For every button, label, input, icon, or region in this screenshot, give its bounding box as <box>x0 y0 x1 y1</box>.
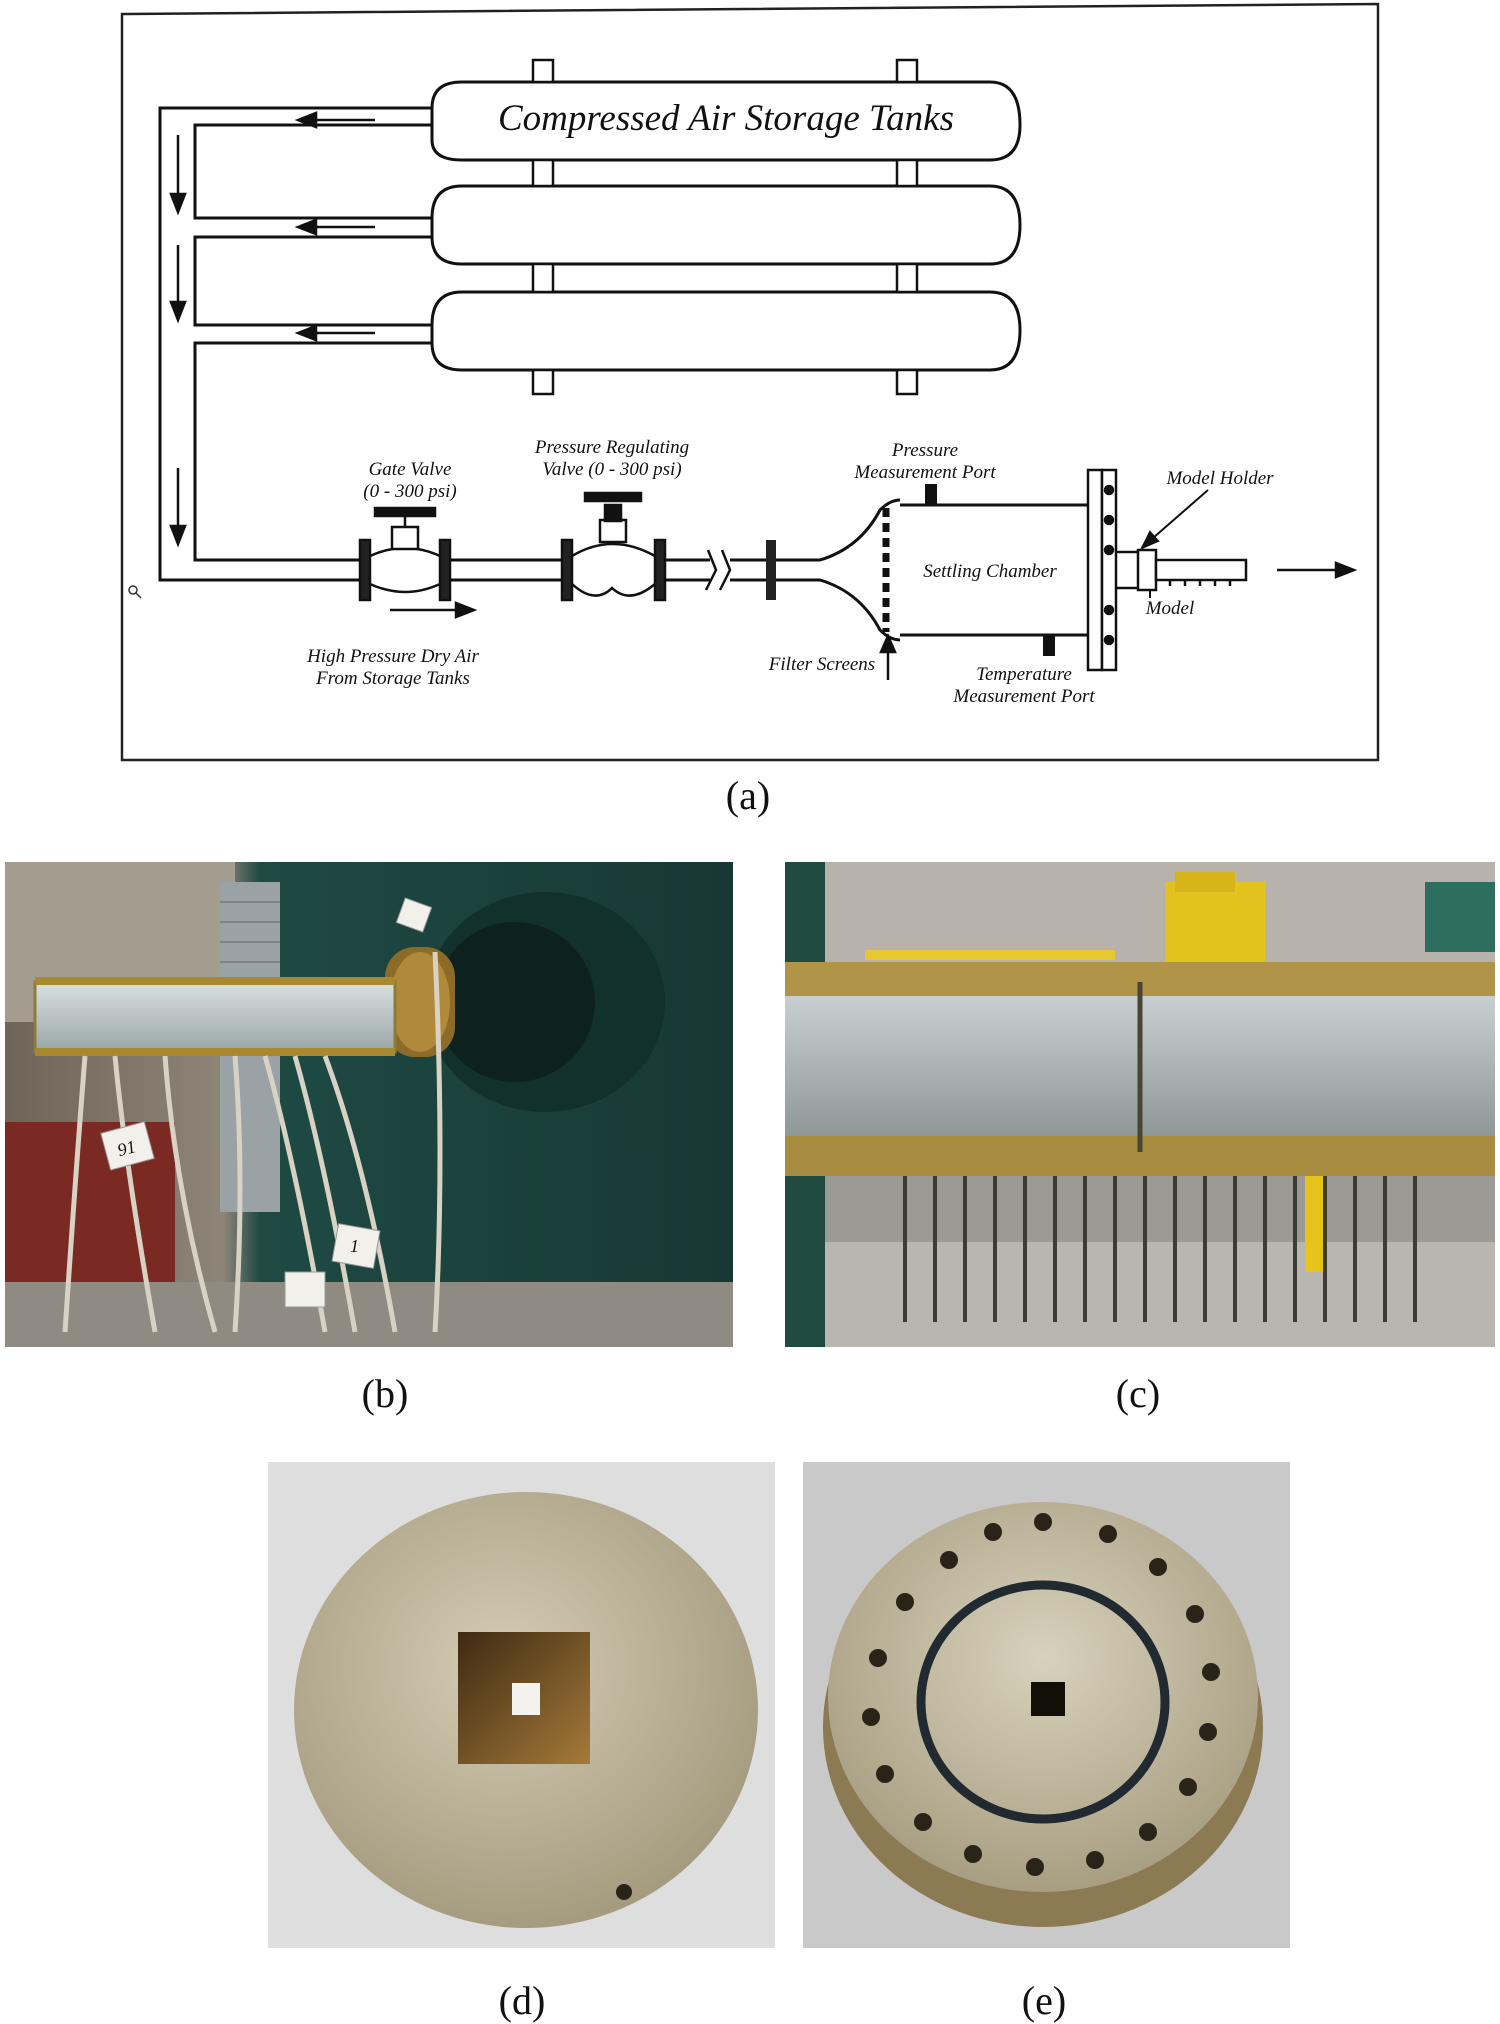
model-holder-label: Model Holder <box>1165 468 1274 489</box>
photo-e-model-holder-flange <box>803 1462 1290 1948</box>
gate-valve <box>358 506 452 602</box>
magnifier-icon <box>128 585 142 599</box>
caption-d: (d) <box>498 1978 546 2023</box>
pressure-port-label-2: Measurement Port <box>853 462 996 483</box>
caption-a: (a) <box>725 773 771 818</box>
tank-supports <box>531 58 919 396</box>
pressure-port-label-1: Pressure <box>891 440 958 461</box>
filter-screens-label: Filter Screens <box>768 654 875 675</box>
pressure-port-marker <box>925 484 937 504</box>
dry-air-label-2: From Storage Tanks <box>315 668 470 689</box>
temperature-port-marker <box>1043 636 1055 656</box>
photo-c-test-section-side <box>785 862 1495 1347</box>
pipe-break <box>704 549 732 591</box>
prv-label-1: Pressure Regulating <box>534 437 689 458</box>
photo-d-nozzle-plate <box>268 1462 775 1948</box>
photo-b-tags <box>100 897 433 1308</box>
gate-valve-label-1: Gate Valve <box>369 459 452 480</box>
inlet-flange <box>766 540 776 600</box>
schematic-frame <box>120 2 1380 762</box>
prv-label-2: Valve (0 - 300 psi) <box>542 459 681 480</box>
caption-b: (b) <box>361 1371 409 1416</box>
storage-tanks <box>430 80 1022 372</box>
photo-b-test-section: 91 1 <box>5 862 733 1347</box>
gate-valve-label-2: (0 - 300 psi) <box>363 481 456 502</box>
wind-tunnel-schematic: Compressed Air Storage Tanks <box>120 2 1380 762</box>
model-label: Model <box>1145 598 1195 619</box>
settling-chamber <box>882 484 1055 656</box>
photo-b-tag-text-1: 91 <box>115 1136 138 1160</box>
model-holder <box>1086 468 1248 672</box>
photo-b-tag-text-2: 1 <box>350 1236 359 1256</box>
bolt-holes <box>862 1513 1220 1876</box>
caption-c: (c) <box>1115 1371 1161 1416</box>
temperature-port-label-1: Temperature <box>976 664 1072 685</box>
pressure-regulating-valve <box>560 491 667 602</box>
tanks-label: Compressed Air Storage Tanks <box>498 98 954 139</box>
temperature-port-label-2: Measurement Port <box>952 686 1095 707</box>
caption-e: (e) <box>1021 1978 1067 2023</box>
settling-chamber-label: Settling Chamber <box>923 561 1057 582</box>
flow-arrows <box>169 111 1358 680</box>
dry-air-label-1: High Pressure Dry Air <box>306 646 479 667</box>
